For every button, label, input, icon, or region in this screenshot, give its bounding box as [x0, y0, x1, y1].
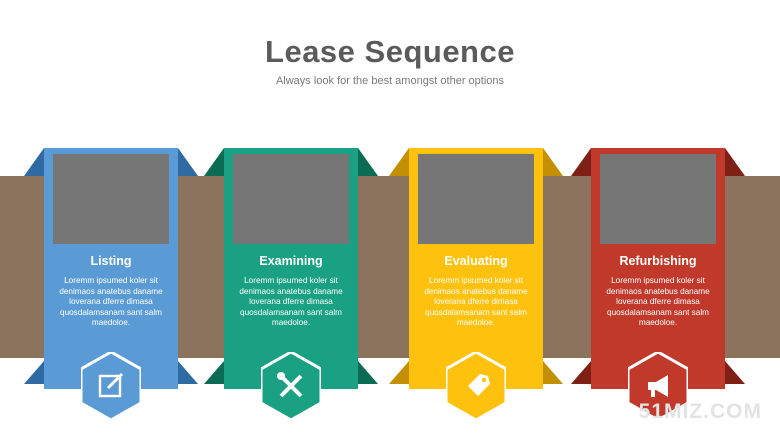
page-subtitle: Always look for the best amongst other o… [275, 75, 505, 87]
card-folds [571, 148, 745, 384]
step-card-evaluating[interactable]: Evaluating Loremm ipsumed koler sit deni… [389, 148, 563, 420]
step-label: Examining [259, 254, 323, 268]
image-placeholder [233, 154, 349, 244]
watermark: 51MIZ.COM [638, 400, 762, 423]
image-placeholder [418, 154, 534, 244]
page-title: Lease Sequence [265, 34, 515, 69]
card-folds [24, 148, 198, 384]
step-description: Loremm ipsumed koler sit denimaos anateb… [606, 276, 710, 328]
step-card-refurbishing[interactable]: Refurbishing Loremm ipsumed koler sit de… [571, 148, 745, 420]
step-description: Loremm ipsumed koler sit denimaos anateb… [424, 276, 528, 328]
step-card-examining[interactable]: Examining Loremm ipsumed koler sit denim… [204, 148, 378, 420]
tools-icon [261, 352, 321, 420]
image-placeholder [600, 154, 716, 244]
megaphone-icon [628, 352, 688, 420]
step-description: Loremm ipsumed koler sit denimaos anateb… [59, 276, 163, 328]
image-placeholder [53, 154, 169, 244]
card-folds [204, 148, 378, 384]
card-folds [389, 148, 563, 384]
step-card-listing[interactable]: Listing Loremm ipsumed koler sit denimao… [24, 148, 198, 420]
step-label: Listing [90, 254, 132, 268]
tag-icon [446, 352, 506, 420]
step-label: Refurbishing [619, 254, 697, 268]
step-label: Evaluating [444, 254, 508, 268]
edit-icon [81, 352, 141, 420]
step-description: Loremm ipsumed koler sit denimaos anateb… [239, 276, 343, 328]
